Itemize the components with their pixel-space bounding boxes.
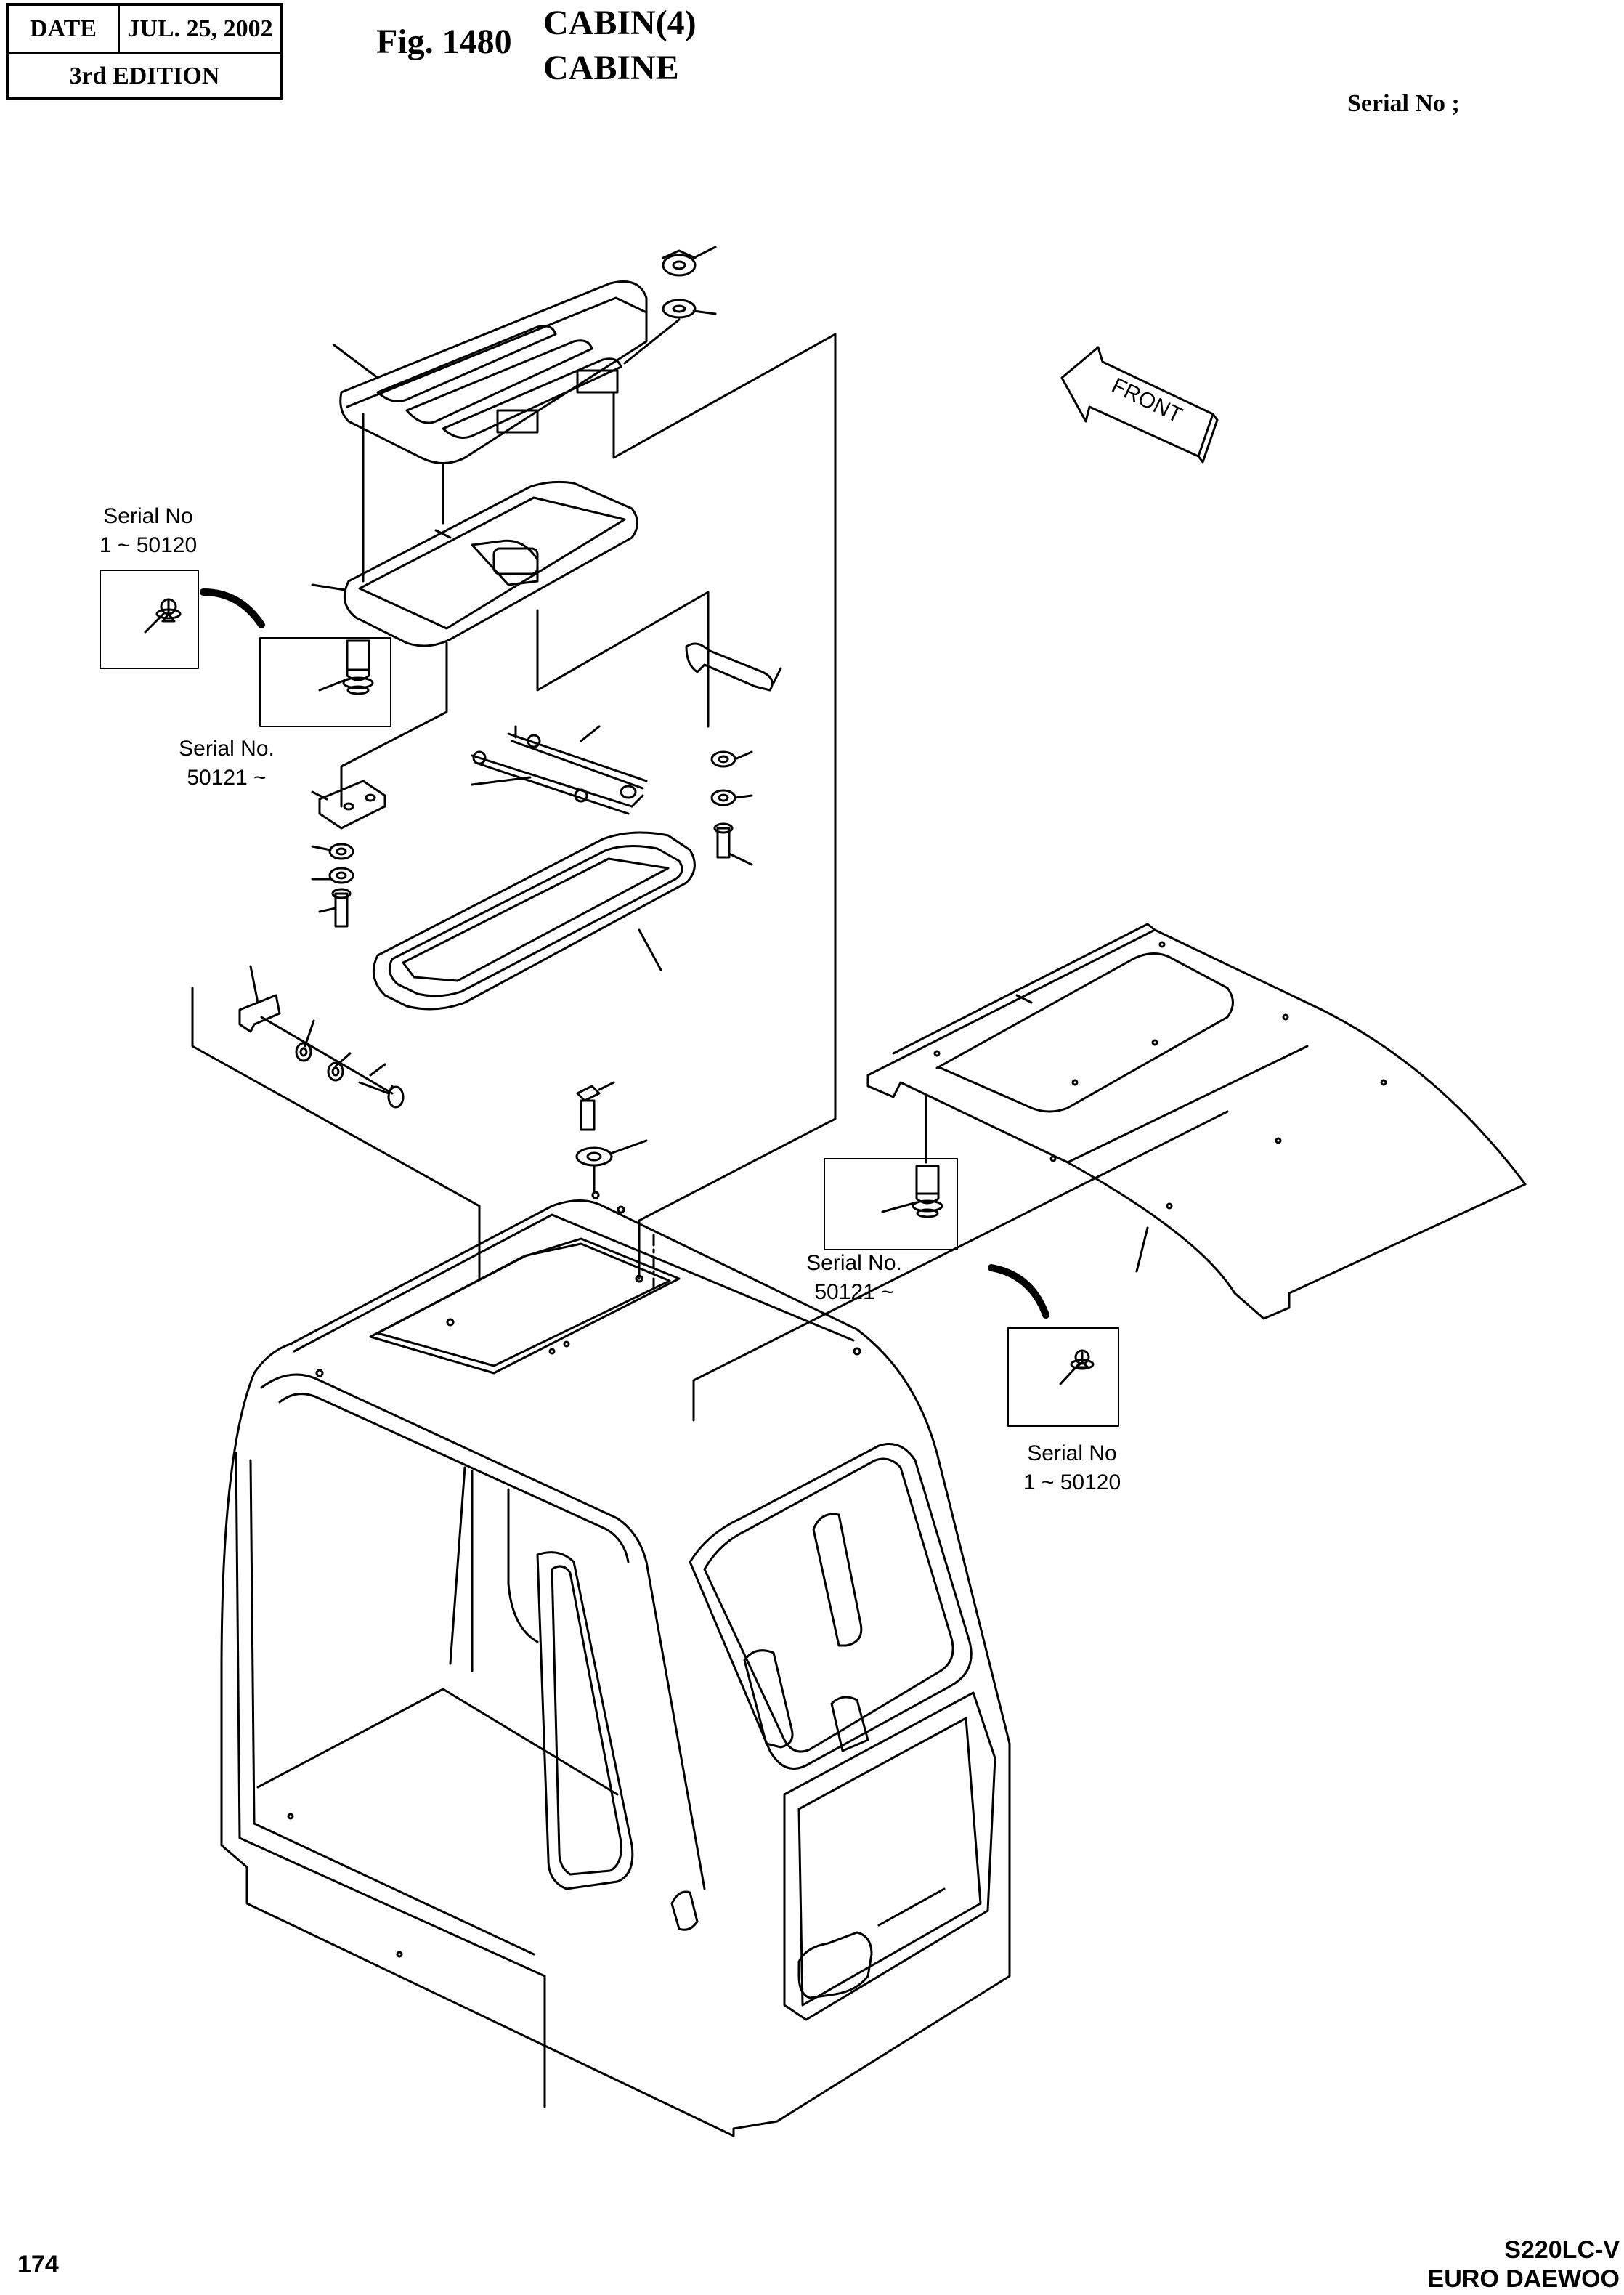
edition-label: 3rd EDITION	[69, 62, 220, 89]
hinge-bracket	[311, 780, 386, 830]
latch-assembly	[238, 965, 405, 1109]
callout-right-old-line2: 1 ~ 50120	[1023, 1470, 1121, 1494]
callout-left-old-line2: 1 ~ 50120	[100, 533, 197, 557]
grab-handle	[685, 642, 782, 692]
leader-frame-bracket	[340, 641, 448, 808]
front-direction-arrow	[1060, 346, 1219, 464]
date-row: DATE JUL. 25, 2002	[9, 6, 280, 54]
model-code: S220LC-V	[1504, 2236, 1620, 2264]
callout-right-old-line1: Serial No	[1027, 1441, 1116, 1465]
date-edition-box: DATE JUL. 25, 2002 3rd EDITION	[6, 3, 283, 100]
figure-title-french: CABINE	[543, 49, 679, 87]
cabin-body	[220, 1191, 1011, 2137]
leader-panel-cabin	[692, 1110, 1229, 1422]
hatch-frame	[311, 480, 638, 647]
roof-hatch-cover	[333, 280, 648, 464]
figure-number: Fig. 1480	[376, 23, 512, 61]
date-label: DATE	[9, 6, 120, 52]
callout-box-right-old	[1007, 1327, 1119, 1427]
nut-washer-top	[623, 246, 717, 365]
callout-left-new-line2: 50121 ~	[187, 766, 266, 790]
callout-left-new-line1: Serial No.	[179, 737, 275, 761]
gas-struts	[471, 725, 648, 815]
leader-frame-handle	[536, 591, 710, 728]
date-value: JUL. 25, 2002	[127, 15, 273, 42]
headliner-panel	[866, 923, 1527, 1320]
page-number: 174	[17, 2251, 59, 2278]
callout-left-old-line1: Serial No	[103, 504, 192, 528]
figure-title-english: CABIN(4)	[543, 4, 697, 42]
brand-name: EURO DAEWOO	[1427, 2265, 1620, 2293]
callout-box-left-new	[259, 637, 391, 727]
leader-frame-right	[612, 333, 837, 1280]
hatch-seal	[372, 831, 696, 1011]
callout-box-left-old	[100, 570, 199, 669]
callout-box-right-new	[824, 1096, 958, 1250]
serial-number-header: Serial No ;	[1347, 90, 1460, 117]
fastener-stack-right	[710, 750, 753, 866]
arrow-left-callout	[200, 588, 265, 628]
callout-right-new-line1: Serial No.	[806, 1251, 902, 1275]
leader-latch-cabin	[191, 987, 481, 1280]
bolt-washer-cabin-top	[575, 1081, 648, 1193]
arrow-right-callout	[988, 1264, 1049, 1319]
fastener-stack-left	[311, 843, 354, 928]
